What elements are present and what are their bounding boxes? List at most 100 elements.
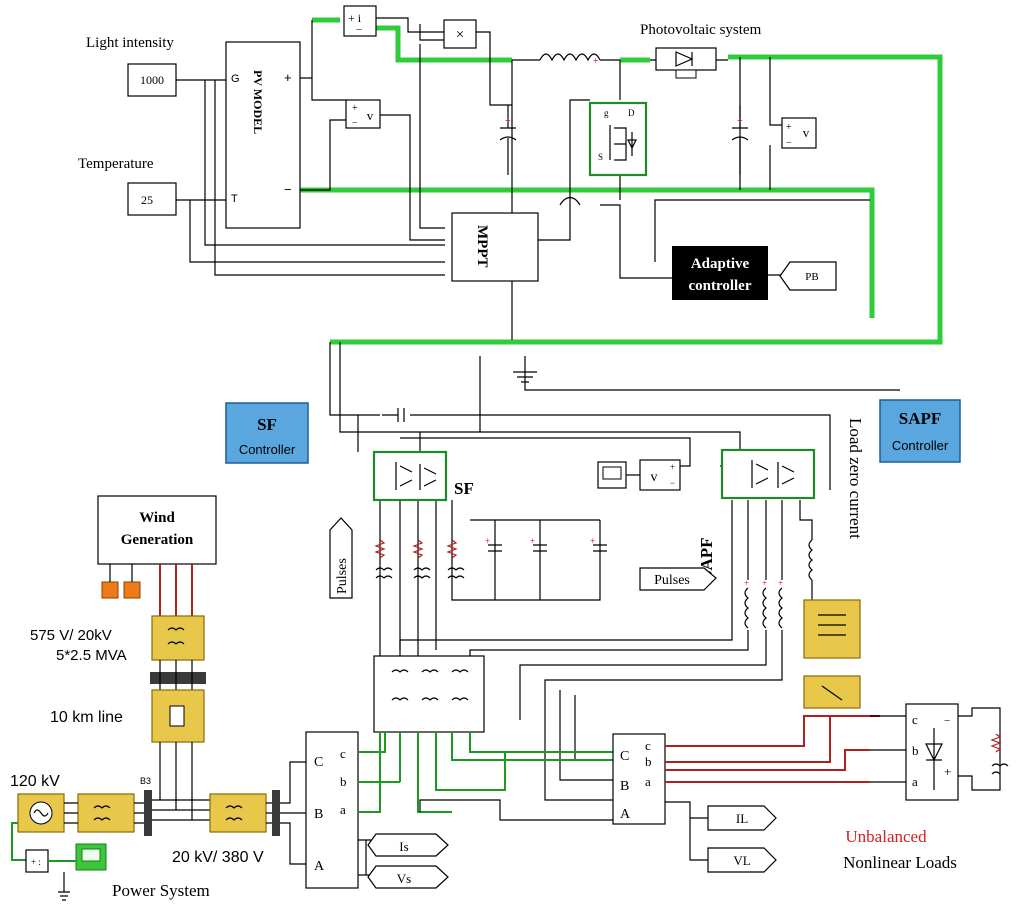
grid-ground-icon bbox=[58, 872, 70, 901]
light-intensity-label: Light intensity bbox=[86, 35, 174, 51]
sf-controller-sub: Controller bbox=[239, 442, 296, 457]
sapf-controller-sub: Controller bbox=[892, 438, 949, 453]
dc-voltage-meas-block[interactable] bbox=[781, 117, 817, 149]
power-system-label: Power System bbox=[112, 881, 210, 900]
svg-text:+: + bbox=[590, 536, 595, 546]
mosfet-s: S bbox=[598, 152, 603, 162]
svg-text:+: + bbox=[485, 536, 490, 546]
load-zero-current-label: Load zero current bbox=[846, 418, 865, 539]
current-measurement-block[interactable] bbox=[343, 5, 377, 37]
mppt-block[interactable] bbox=[451, 212, 539, 282]
pv-model-label: PV MODEL bbox=[251, 70, 265, 134]
svg-text:+: + bbox=[737, 116, 743, 127]
svg-text:−: − bbox=[670, 478, 675, 488]
svg-text:+: + bbox=[762, 578, 767, 588]
bus-b3 bbox=[144, 790, 152, 836]
il-goto-tag[interactable] bbox=[707, 805, 777, 831]
wind-output-wires bbox=[159, 564, 193, 620]
svg-text:+ :: + : bbox=[31, 857, 41, 867]
vs-goto-tag[interactable] bbox=[367, 865, 449, 889]
unbalanced-label: Unbalanced bbox=[845, 827, 927, 846]
light-intensity-const[interactable] bbox=[127, 63, 177, 97]
zigzag-icon bbox=[818, 614, 846, 636]
svg-text:+: + bbox=[593, 56, 599, 67]
pv-model-block[interactable] bbox=[225, 41, 301, 229]
bus-b4 bbox=[272, 790, 280, 836]
load-measurement-bus[interactable] bbox=[612, 733, 666, 825]
sapf-voltage-meas-label: v bbox=[651, 470, 658, 485]
wind-input-1[interactable] bbox=[101, 581, 119, 599]
dc-link-capacitor-icon: + bbox=[731, 105, 749, 175]
wind-generation-block[interactable] bbox=[97, 495, 217, 565]
svg-text:+: + bbox=[744, 578, 749, 588]
light-intensity-value: 1000 bbox=[140, 73, 164, 87]
temperature-const[interactable] bbox=[127, 182, 177, 216]
pv-port-g: G bbox=[231, 73, 240, 85]
load-port-b: b bbox=[912, 743, 919, 758]
current-meas-minus: − bbox=[356, 24, 362, 36]
series-transformer-block[interactable] bbox=[373, 655, 485, 733]
series-capacitor-icon bbox=[382, 408, 405, 422]
current-meas-label: + i bbox=[348, 11, 362, 25]
is-goto-tag[interactable] bbox=[367, 833, 449, 857]
adaptive-label-2: controller bbox=[688, 278, 751, 294]
sapf-pulses-label: Pulses bbox=[654, 573, 690, 588]
load-port-a: a bbox=[912, 774, 918, 789]
vs-tag-label: Vs bbox=[397, 871, 411, 886]
load-plus: + bbox=[944, 764, 951, 779]
vl-goto-tag[interactable] bbox=[707, 847, 777, 873]
bus-left-A: A bbox=[314, 859, 325, 874]
dc-bus-wires bbox=[300, 17, 943, 345]
svg-text:−: − bbox=[786, 138, 792, 149]
pv-voltage-meas-block[interactable] bbox=[345, 99, 381, 129]
bus-left-B: B bbox=[314, 807, 323, 822]
filter-wires bbox=[329, 342, 900, 801]
sf-converter-block[interactable] bbox=[372, 450, 448, 502]
breaker-block[interactable] bbox=[803, 675, 861, 709]
sf-rl-branches bbox=[374, 539, 465, 579]
sf-capacitor-branches: + + + bbox=[485, 536, 607, 552]
wind-input-2[interactable] bbox=[123, 581, 141, 599]
sapf-controller-block[interactable] bbox=[879, 399, 961, 463]
rectifier-load-block[interactable] bbox=[905, 703, 959, 801]
bus-right-B: B bbox=[620, 779, 629, 794]
sapf-controller-title: SAPF bbox=[899, 409, 942, 428]
svg-text:+: + bbox=[505, 116, 511, 127]
il-tag-label: IL bbox=[736, 811, 748, 826]
distribution-transformer-block[interactable] bbox=[209, 793, 267, 833]
series-transformer-icons bbox=[391, 669, 469, 701]
pv-capacitor-icon: + bbox=[499, 105, 517, 175]
svg-text:+: + bbox=[530, 536, 535, 546]
bus-left-b: b bbox=[340, 774, 347, 789]
grid-transformer-block[interactable] bbox=[77, 793, 135, 833]
load-minus: − bbox=[944, 715, 950, 727]
multiplier-block[interactable] bbox=[443, 19, 477, 49]
sapf-voltage-meas-block[interactable] bbox=[639, 459, 681, 491]
bus-left-a: a bbox=[340, 802, 346, 817]
bus-right-b: b bbox=[645, 754, 652, 769]
mosfet-d: D bbox=[628, 108, 635, 118]
wind-transformer-block[interactable] bbox=[151, 615, 205, 661]
sapf-inductors: + + + bbox=[744, 500, 813, 629]
is-tag-label: Is bbox=[399, 839, 408, 854]
sapf-converter-block[interactable] bbox=[720, 448, 816, 500]
sf-igbt-icon bbox=[395, 462, 437, 490]
mosfet-icon bbox=[609, 125, 637, 161]
ground-icon bbox=[513, 356, 537, 383]
sapf-pulses-tag[interactable] bbox=[639, 567, 717, 591]
bus-right-A: A bbox=[620, 807, 631, 822]
mosfet-block[interactable] bbox=[588, 101, 648, 177]
pb-goto-tag[interactable] bbox=[779, 261, 837, 291]
source-measurement-bus[interactable] bbox=[305, 731, 359, 889]
adaptive-controller-block[interactable] bbox=[672, 246, 768, 300]
sf-controller-block[interactable] bbox=[225, 402, 309, 464]
line-10km-block[interactable] bbox=[151, 689, 205, 743]
wind-label-2: Generation bbox=[121, 532, 194, 548]
diode-icon bbox=[675, 51, 694, 67]
svg-text:+: + bbox=[778, 578, 783, 588]
bus-right-a: a bbox=[645, 774, 651, 789]
diode-block[interactable] bbox=[655, 47, 717, 71]
line-icon bbox=[169, 705, 185, 727]
sf-pulses-tag[interactable] bbox=[329, 517, 353, 599]
zigzag-transformer-block[interactable] bbox=[803, 599, 861, 659]
